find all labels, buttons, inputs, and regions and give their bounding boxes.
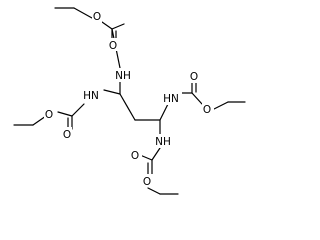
atom-label-nh: NH	[115, 70, 131, 82]
atom-label-nh: NH	[155, 136, 171, 148]
bond	[111, 23, 125, 30]
bond	[159, 103, 169, 121]
bond	[32, 115, 47, 126]
bond	[57, 111, 73, 117]
atom-label-o: O	[143, 176, 151, 188]
atom-labels: O O NH HN O O HN O O NH O O	[44, 9, 214, 188]
atom-label-o: O	[203, 104, 211, 116]
atom-label-hn: HN	[83, 90, 99, 102]
bond	[73, 7, 93, 19]
atom-label-hn: HN	[163, 93, 179, 105]
bond	[213, 101, 229, 110]
atom-label-o: O	[109, 40, 117, 52]
atom-label-o: O	[45, 109, 53, 121]
bond	[101, 21, 113, 30]
bonds	[13, 7, 246, 195]
bond	[151, 147, 161, 161]
bond	[191, 92, 203, 105]
atom-label-o: O	[131, 150, 139, 162]
atom-label-o: O	[63, 129, 71, 141]
bond	[103, 89, 121, 95]
atom-label-o: O	[190, 71, 198, 83]
bond	[147, 187, 161, 195]
bond	[71, 103, 85, 117]
atom-label-o: O	[93, 11, 101, 23]
structure-diagram: O O NH HN O O HN O O NH O O	[13, 7, 246, 195]
bond	[119, 93, 136, 121]
